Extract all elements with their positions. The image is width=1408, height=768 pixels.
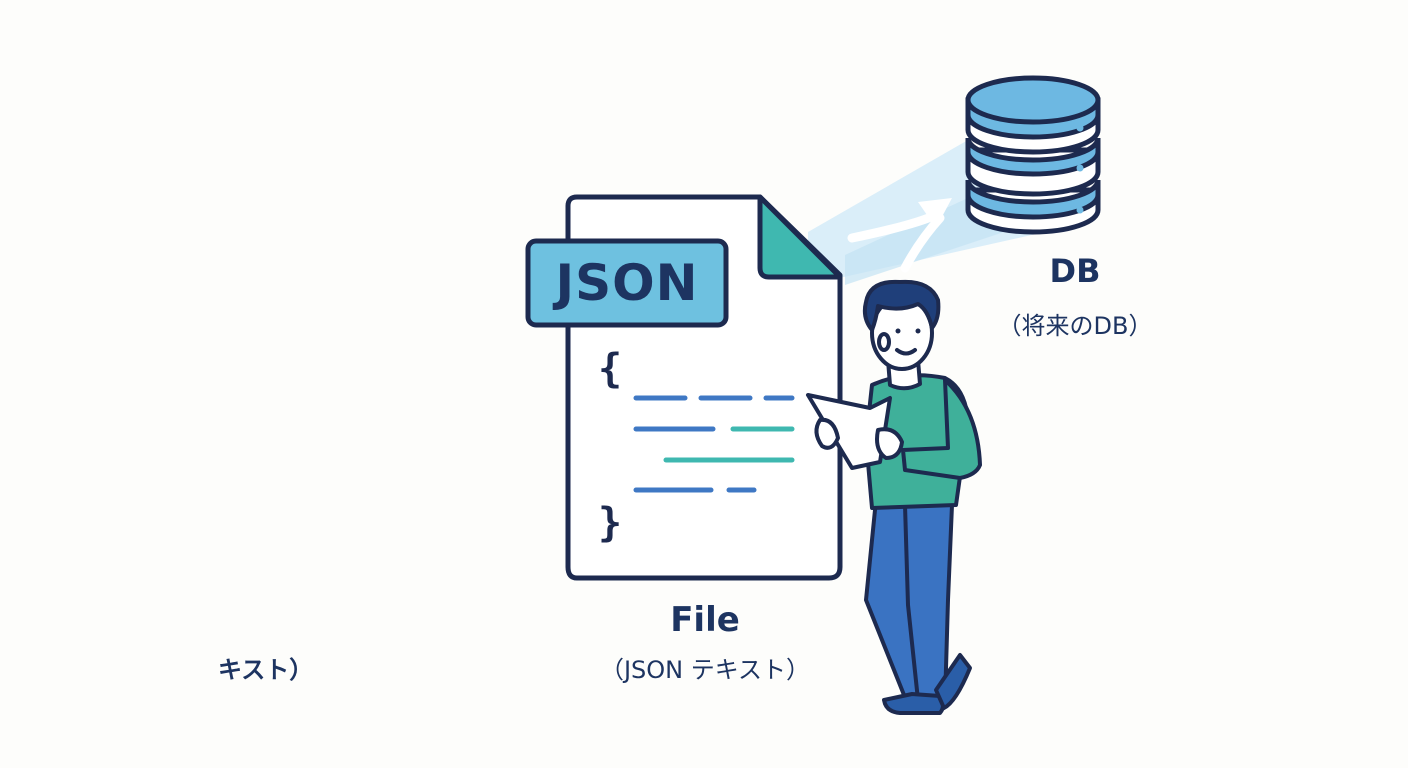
db-title: DB (1049, 252, 1101, 290)
brace-close: } (598, 500, 622, 546)
file-title: File (670, 600, 740, 640)
person-reading-icon (806, 279, 982, 715)
database-icon (965, 75, 1101, 235)
json-tag-box (525, 238, 729, 328)
arrow-icon (847, 198, 952, 273)
document-icon: { } (525, 194, 843, 581)
db-subtitle: （将来のDB） (997, 312, 1153, 340)
json-tag-label: JSON (555, 254, 699, 312)
file-subtitle: （JSON テキスト） (599, 656, 811, 684)
brace-open: { (598, 346, 622, 392)
code-lines (633, 395, 795, 493)
stray-text: キスト） (218, 656, 314, 684)
